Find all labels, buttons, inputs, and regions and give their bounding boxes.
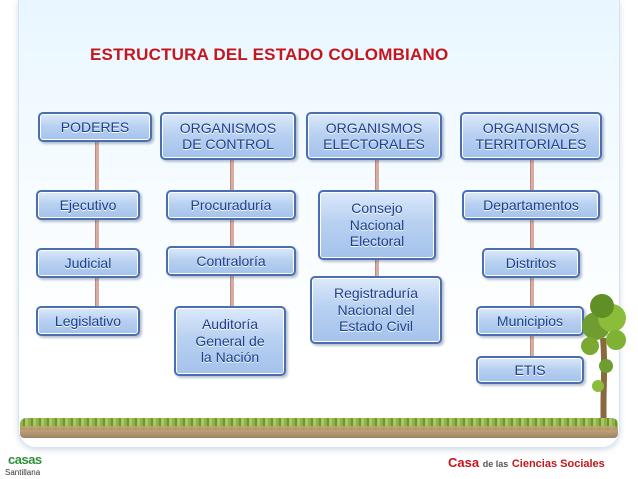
connector bbox=[375, 260, 379, 278]
connector bbox=[530, 160, 534, 190]
santillana-label: Santillana bbox=[5, 468, 41, 477]
box-poderes: PODERES bbox=[38, 112, 152, 142]
box-municipios: Municipios bbox=[476, 306, 584, 336]
box-organismos-electorales: ORGANISMOS ELECTORALES bbox=[306, 112, 442, 160]
box-departamentos: Departamentos bbox=[462, 190, 600, 220]
box-organismos-territoriales: ORGANISMOS TERRITORIALES bbox=[460, 112, 602, 160]
brand-casa: Casa bbox=[448, 455, 480, 470]
box-consejo-nacional-electoral: Consejo Nacional Electoral bbox=[318, 190, 436, 260]
connector bbox=[95, 140, 99, 190]
box-registraduria: Registraduría Nacional del Estado Civil bbox=[310, 276, 442, 344]
box-etis: ETIS bbox=[476, 356, 584, 384]
connector bbox=[530, 336, 534, 358]
ground-strip bbox=[20, 426, 618, 438]
box-judicial: Judicial bbox=[36, 248, 140, 278]
connector bbox=[530, 218, 534, 250]
casa-ciencias-sociales-logo: Casa de las Ciencias Sociales bbox=[448, 455, 605, 470]
connector bbox=[230, 274, 234, 306]
box-legislativo: Legislativo bbox=[36, 306, 140, 336]
box-procuraduria: Procuraduría bbox=[166, 190, 296, 220]
brand-ciencias-sociales: Ciencias Sociales bbox=[511, 458, 605, 470]
casas-logo-text: casas bbox=[8, 452, 42, 467]
casas-logo: casas bbox=[8, 452, 42, 467]
connector bbox=[530, 276, 534, 308]
box-distritos: Distritos bbox=[482, 248, 580, 278]
box-organismos-de-control: ORGANISMOS DE CONTROL bbox=[160, 112, 296, 160]
connector bbox=[375, 160, 379, 190]
box-ejecutivo: Ejecutivo bbox=[36, 190, 140, 220]
box-auditoria: Auditoría General de la Nación bbox=[174, 306, 286, 376]
connector bbox=[230, 160, 234, 190]
box-contraloria: Contraloría bbox=[166, 246, 296, 276]
diagram-title: ESTRUCTURA DEL ESTADO COLOMBIANO bbox=[90, 45, 449, 64]
connector bbox=[95, 276, 99, 308]
tree-illustration bbox=[581, 294, 626, 429]
brand-de-las: de las bbox=[482, 459, 509, 469]
connector bbox=[95, 218, 99, 248]
connector bbox=[230, 218, 234, 246]
